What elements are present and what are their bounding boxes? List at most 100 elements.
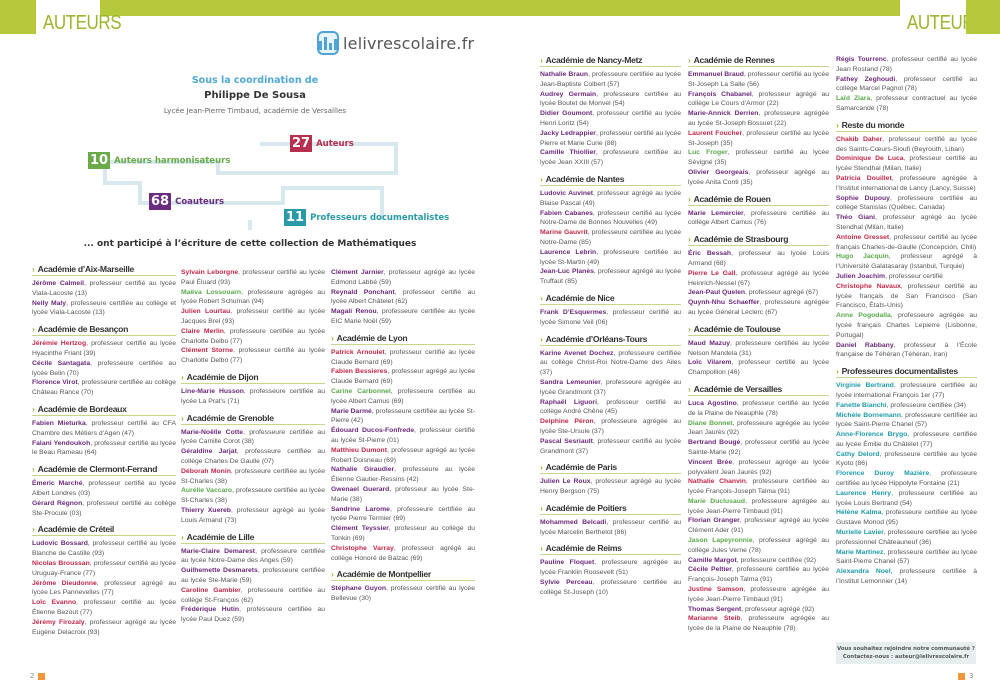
section-heading: ›Académie de Paris: [540, 462, 681, 475]
author-name: Murielle Lavier: [836, 529, 884, 537]
stat-documentalistes: 11 Professeurs documentalistes: [284, 209, 449, 226]
author-name: Justine Samson: [688, 586, 744, 594]
author-entry: Marianne Steibprofesseure agrégée au lyc…: [688, 614, 829, 634]
author-entry: Clément Teyssierprofesseur au collège du…: [331, 524, 475, 544]
author-name: Déborah Monin: [181, 467, 231, 475]
stat-harmonisateurs: 10 Auteurs harmonisateurs: [88, 152, 230, 169]
author-name: Hugo Jacquin: [836, 253, 889, 261]
author-entry: Laïd Ziaraprofesseur contractuel au lycé…: [836, 94, 977, 114]
author-entry: Didier Goumontprofesseur certifié au lyc…: [540, 109, 681, 129]
join-text: Vous souhaitez rejoindre notre communaut…: [837, 646, 975, 652]
author-entry: Régis Tourrencprofesseur certifié au lyc…: [836, 55, 977, 75]
author-name: Ludovic Bossard: [32, 540, 88, 548]
chevron-right-icon: ›: [331, 332, 334, 343]
author-entry: Raphaël Liguoriprofesseur certifié au co…: [540, 398, 681, 418]
author-name: Régis Tourrenc: [836, 56, 887, 63]
author-name: Nelly Maly: [32, 299, 67, 307]
author-entry: Anne-Florence Brygoprofesseure certifiée…: [836, 430, 977, 450]
author-name: Cathy Delord: [836, 450, 880, 458]
author-entry: Carine Carbonnelprofesseure certifiée au…: [331, 387, 475, 407]
stat-label: Auteurs harmonisateurs: [114, 155, 231, 166]
author-entry: Thomas Sergentprofesseur agrégé (92): [688, 605, 829, 615]
author-entry: Édouard Ducos-Fonfredeprofesseur certifi…: [331, 426, 475, 446]
author-name: Julien Joachim: [836, 272, 886, 280]
author-name: Émeric Marché: [32, 480, 83, 488]
chevron-right-icon: ›: [836, 119, 839, 130]
author-name: Sandra Lemeunier: [540, 378, 601, 386]
author-name: Jérôme Dieudonne: [32, 579, 97, 587]
author-entry: Anne Pogodallaprofesseure agrégée au lyc…: [836, 311, 977, 340]
author-entry: Quynh-Nhu Schaefferprofesseure agrégée a…: [688, 298, 829, 318]
author-entry: Guilhemette Desmaretsprofesseure certifi…: [181, 566, 325, 586]
author-description: professeur agrégé (67): [745, 289, 818, 296]
author-name: Falani Yendoukoh: [32, 439, 91, 447]
author-name: Patrick Arnoulet: [331, 348, 385, 356]
chevron-right-icon: ›: [181, 371, 184, 382]
author-entry: Ludovic Bossardprofesseur certifié au ly…: [32, 539, 176, 559]
author-name: Didier Goumont: [540, 110, 593, 118]
author-entry: François Chabanelprofesseur agrégé au co…: [688, 90, 829, 110]
chevron-right-icon: ›: [540, 173, 543, 184]
author-entry: Loïc Vilaremprofesseur certifié au lycée…: [688, 358, 829, 378]
author-name: Hélène Kalma: [836, 509, 882, 517]
author-entry: Sandra Lemeunierprofesseure agrégée au l…: [540, 378, 681, 398]
author-name: Jérôme Calmeil: [32, 280, 84, 287]
contact-email[interactable]: Contactez-nous : auteur@lelivrescolaire.…: [842, 654, 970, 660]
section-title: Académie de Grenoble: [186, 412, 274, 423]
author-name: Marie Duclusaud: [688, 497, 746, 505]
chevron-right-icon: ›: [331, 569, 334, 580]
connector-lines: [103, 142, 398, 230]
section-title: Académie de Créteil: [37, 524, 115, 535]
author-name: Sylvie Perceau: [540, 579, 593, 587]
chevron-right-icon: ›: [32, 464, 35, 475]
author-entry: Thierry Xuerebprofesseur agrégé au lycée…: [181, 506, 325, 526]
author-name: Fanette Bianchi: [836, 401, 887, 409]
author-name: Daniel Rabbany: [836, 341, 894, 349]
header-accent-right: [966, 0, 1000, 34]
page-number: 2: [30, 672, 35, 680]
author-name: Julien Le Roux: [540, 478, 591, 486]
author-name: Claire Merlin: [181, 327, 224, 335]
coordinator-name: Philippe De Sousa: [204, 90, 306, 101]
author-name: Florence Duroy Mazière: [836, 470, 930, 478]
chevron-right-icon: ›: [181, 531, 184, 542]
author-entry: Frank D’Esquermesprofesseur certifié au …: [540, 308, 681, 328]
section-title: Professeures documentalistes: [841, 366, 959, 377]
author-entry: Emmanuel Braudprofesseur certifié au lyc…: [688, 70, 829, 90]
stat-number: 10: [88, 152, 111, 169]
section-heading: ›Académie de Clermont-Ferrand: [32, 464, 176, 477]
author-name: Cécile Santagata: [32, 359, 91, 367]
author-entry: Loïc Evannoprofesseur certifié au lycée …: [32, 598, 176, 618]
author-entry: Nathalie Giraudierprofesseure au lycée É…: [331, 465, 475, 485]
author-name: Frank D’Esquermes: [540, 308, 607, 316]
author-name: Diane Bonnet: [688, 419, 733, 427]
section-title: Académie de Versailles: [693, 383, 783, 394]
author-name: Clément Storne: [181, 347, 233, 355]
author-entry: Nathalie Braunprofesseure certifiée au l…: [540, 70, 681, 90]
section-title: Académie de Paris: [545, 462, 618, 473]
author-entry: Théo Gianiprofesseur agrégé au lycée Ste…: [836, 213, 977, 233]
author-entry: Christophe Navauxprofesseur certifié au …: [836, 282, 977, 311]
tagline: ... ont participé à l’écriture de cette …: [83, 239, 417, 249]
author-entry: Alexandra Noelprofesseure certifiée à l’…: [836, 567, 977, 587]
author-entry: Cathy Delordprofesseure certifiée au lyc…: [836, 450, 977, 470]
author-entry: Marie-Annick Derrienprofesseure agrégée …: [688, 109, 829, 129]
author-name: Alexandra Noel: [836, 568, 891, 576]
author-name: Loïc Evanno: [32, 599, 77, 607]
author-entry: Laurence Henryprofesseure certifiée au l…: [836, 489, 977, 509]
author-entry: Émeric Marchéprofesseur certifié au lycé…: [32, 479, 176, 499]
author-entry: Camille Margotprofesseure certifiée (92): [688, 556, 829, 566]
author-entry: Florence Duroy Mazièreprofesseure certif…: [836, 469, 977, 489]
author-name: Matthieu Dumont: [331, 446, 387, 454]
author-entry: Stéphane Guyonprofesseur certifié au lyc…: [331, 584, 475, 604]
author-entry: Julien Le Rouxprofesseur agrégé au lycée…: [540, 477, 681, 497]
author-entry: Fabien Mieturkaprofesseur certifié au CF…: [32, 419, 176, 439]
section-title: Académie de Dijon: [186, 371, 259, 382]
author-entry: Falani Yendoukohprofesseur certifié au l…: [32, 439, 176, 459]
author-name: Laurent Foucher: [688, 129, 743, 137]
author-entry: Hélène Kalmaprofesseure certifiée au lyc…: [836, 508, 977, 528]
author-name: Jérémy Firozaly: [32, 618, 85, 626]
section-heading: ›Académie de Rennes: [688, 55, 829, 67]
